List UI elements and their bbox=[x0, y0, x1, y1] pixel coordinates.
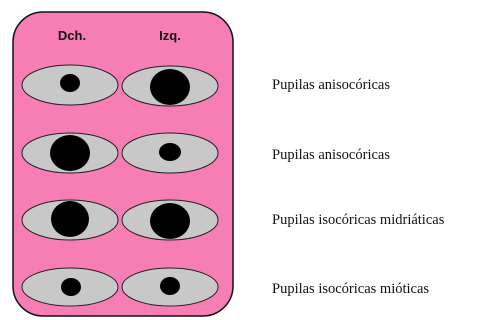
row-caption-2: Pupilas anisocóricas bbox=[272, 147, 390, 164]
column-label-right: Dch. bbox=[58, 28, 86, 43]
right-pupil bbox=[61, 278, 81, 296]
column-label-left: Izq. bbox=[159, 28, 181, 43]
row-caption-3: Pupilas isocóricas midriáticas bbox=[272, 212, 444, 229]
right-pupil bbox=[51, 201, 89, 237]
left-pupil bbox=[150, 69, 190, 105]
row-caption-4: Pupilas isocóricas mióticas bbox=[272, 281, 429, 298]
left-pupil bbox=[160, 277, 180, 295]
left-pupil bbox=[159, 143, 181, 161]
right-pupil bbox=[50, 135, 90, 171]
left-pupil bbox=[150, 203, 190, 239]
row-caption-1: Pupilas anisocóricas bbox=[272, 77, 390, 94]
right-pupil bbox=[60, 74, 80, 92]
